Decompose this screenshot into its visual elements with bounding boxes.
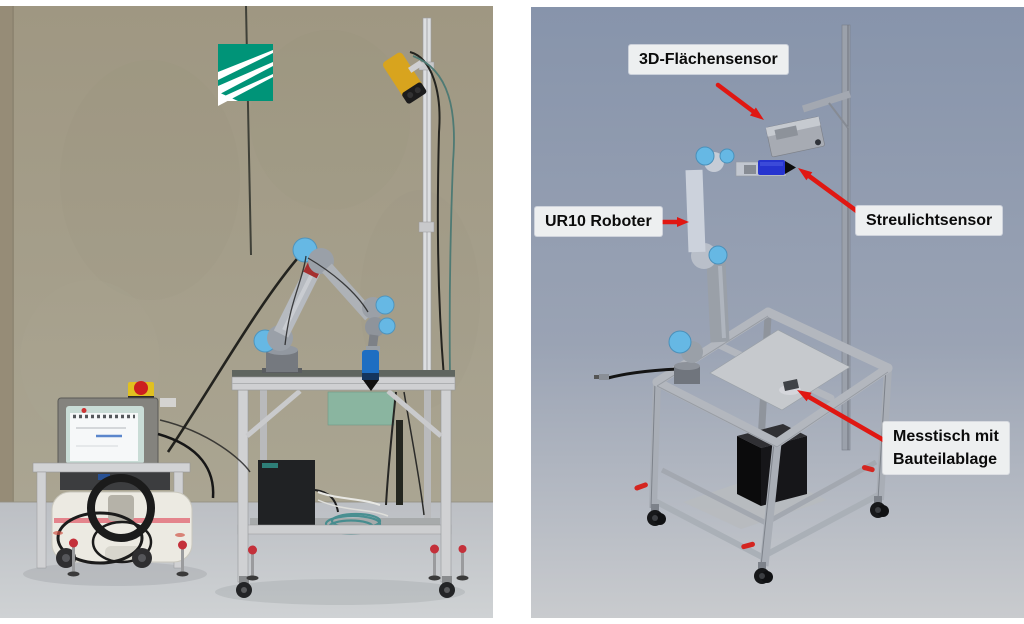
callout-messtisch: Messtisch mit Bauteilablage (883, 422, 1009, 475)
cad-workpiece (783, 379, 799, 391)
cad-robot-cable (594, 367, 679, 380)
mobile-robot-platform (32, 381, 251, 577)
cad-scene (531, 7, 1024, 618)
ur10-robot-photo (253, 237, 396, 391)
callout-streulichtsensor: Streulichtsensor (856, 206, 1003, 236)
callout-label-line1: Messtisch mit (893, 428, 999, 445)
cart-feet (67, 538, 189, 577)
cart-top-rail (32, 462, 191, 473)
photo-panel (0, 0, 493, 624)
cad-sensor-pole (801, 24, 852, 451)
cad-casters (634, 465, 889, 584)
annotation-arrows (660, 82, 890, 445)
control-terminal (57, 397, 176, 471)
platform-wheels (53, 531, 185, 568)
cad-panel (531, 0, 1024, 624)
cad-table-lower (651, 315, 882, 560)
emergency-stop-button (128, 381, 154, 400)
green-panel (327, 391, 395, 426)
callout-label: UR10 Roboter (545, 213, 652, 230)
cad-table-plate (709, 329, 851, 411)
controller-box (258, 460, 315, 530)
measurement-table-photo (231, 370, 469, 598)
arrow-streulicht (798, 168, 861, 215)
camera-cables (409, 51, 455, 379)
callout-ur10-roboter: UR10 Roboter (535, 207, 662, 237)
table-casters (236, 544, 469, 598)
callout-label-line2: Bauteilablage (893, 451, 998, 469)
arrow-3d-sensor (715, 82, 764, 120)
blue-sensor-photo (362, 350, 379, 378)
cable-coil (56, 474, 155, 565)
arrow-ur10 (660, 217, 689, 227)
cad-3d-area-sensor (765, 116, 825, 158)
photo-scene (0, 5, 493, 618)
callout-3d-flaechensensor: 3D-Flächensensor (629, 45, 788, 75)
arrow-messtisch (797, 390, 890, 445)
red-clamp-levers (634, 465, 875, 550)
camera-3d-sensor (382, 52, 427, 104)
fraunhofer-logo (218, 44, 273, 106)
lower-shelf-plate (250, 518, 440, 527)
terminal-cable (157, 432, 215, 499)
callout-label: 3D-Flächensensor (639, 51, 778, 68)
cad-ur10-robot (668, 146, 796, 384)
cad-scattered-light-sensor (758, 160, 796, 175)
callout-label: Streulichtsensor (866, 212, 993, 229)
